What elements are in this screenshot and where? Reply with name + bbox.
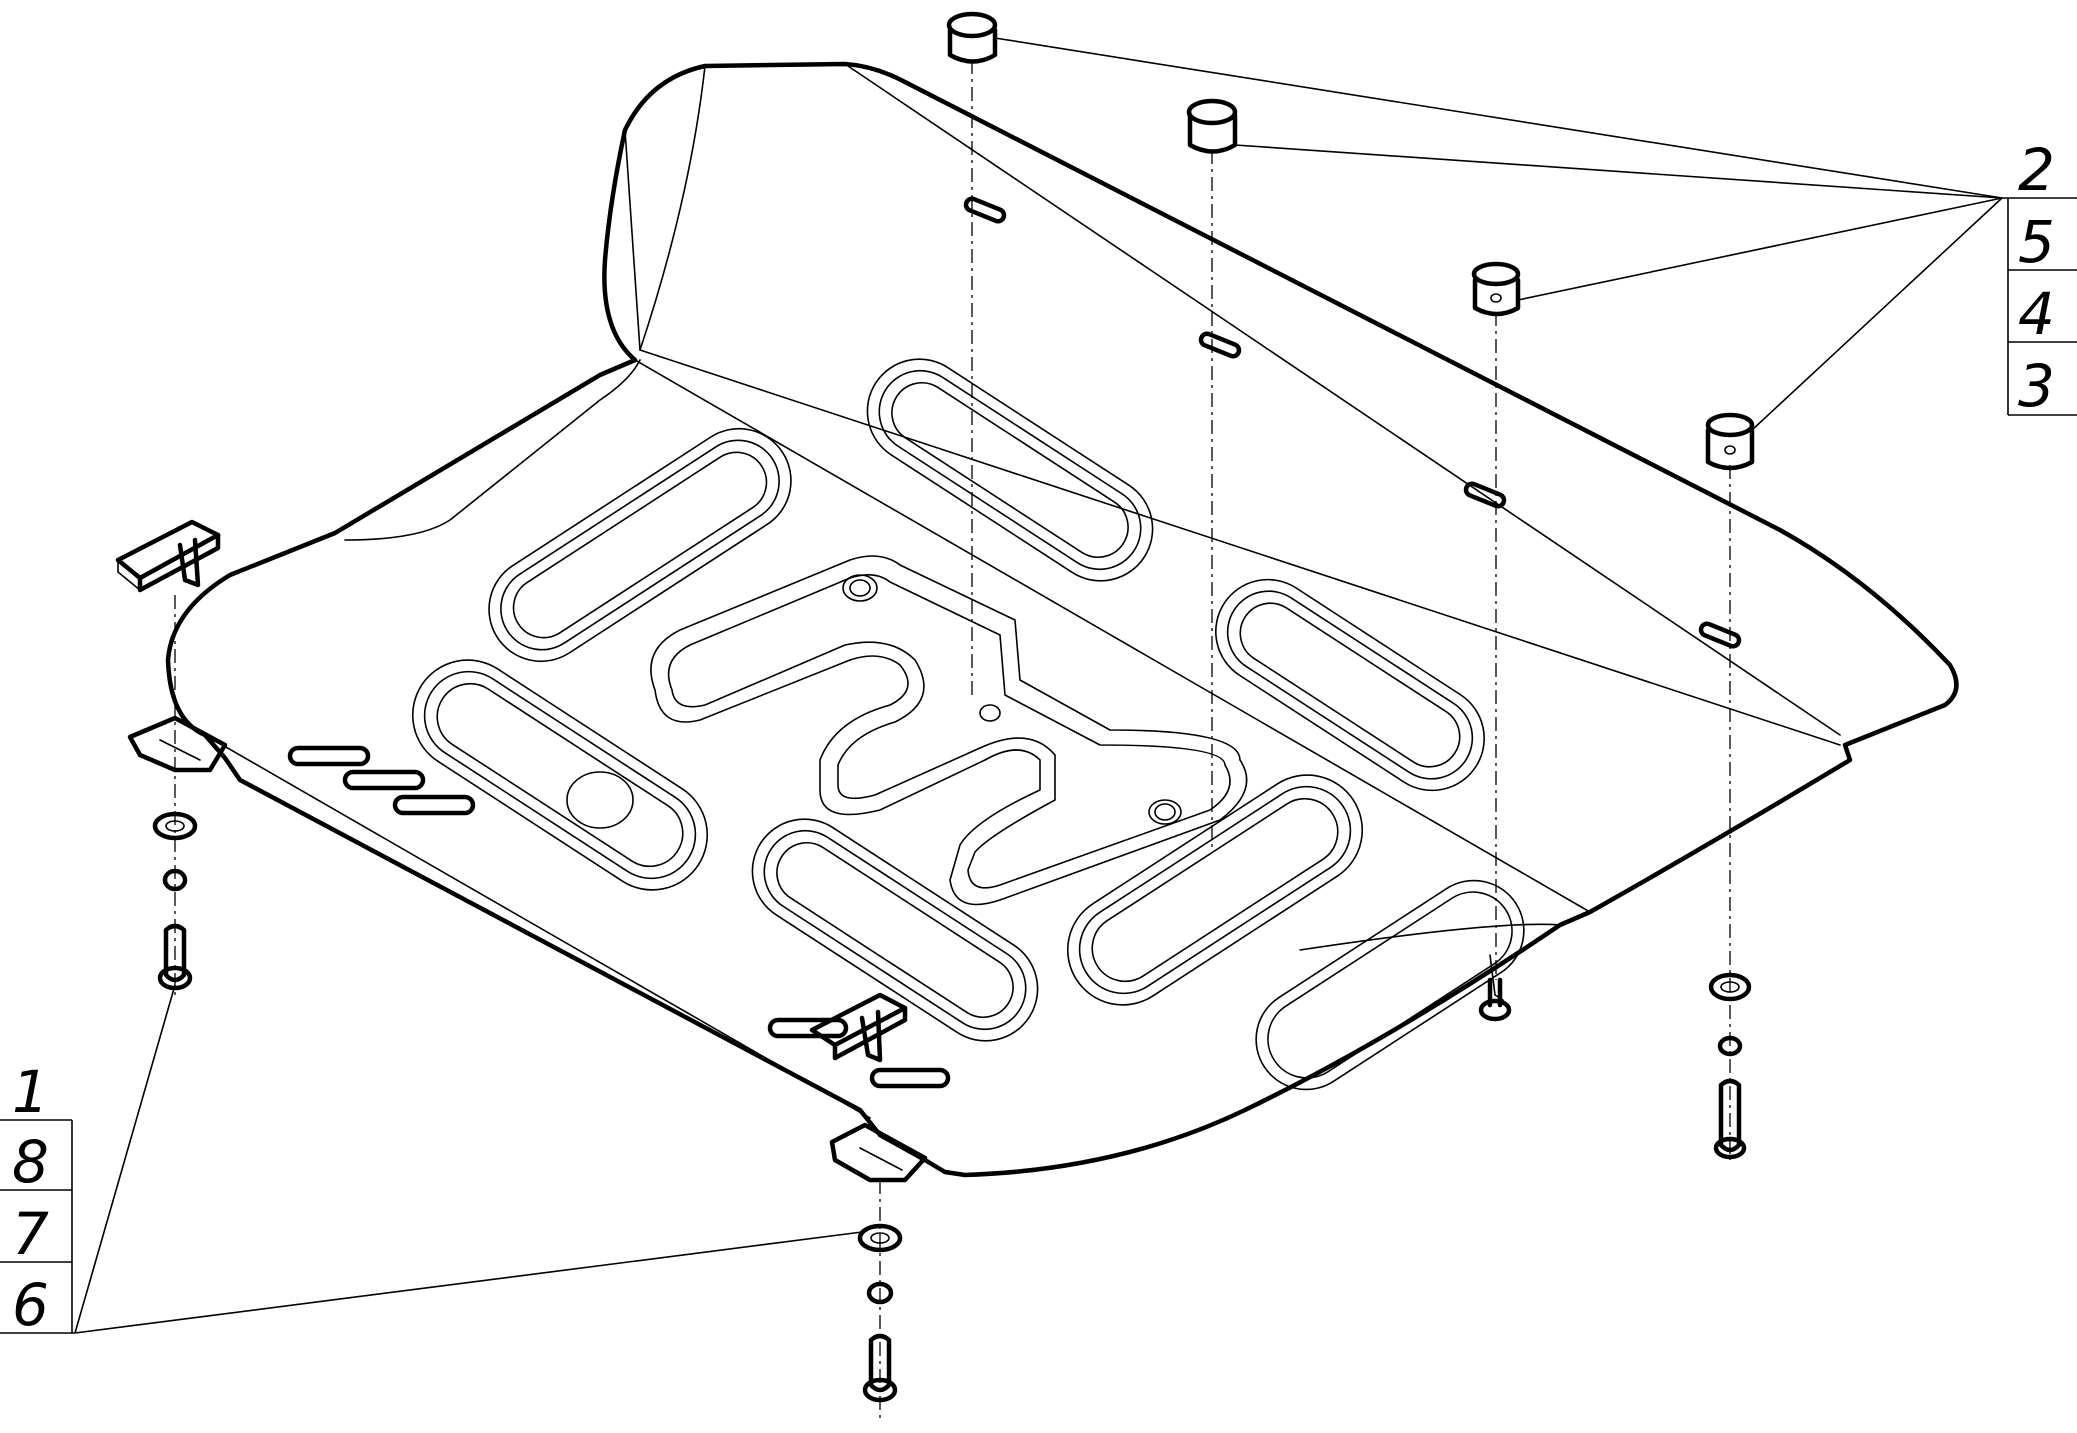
- nut: [162, 868, 188, 892]
- callout-label: 7: [12, 1200, 49, 1268]
- fasteners-bottom: [857, 1223, 903, 1403]
- left-ear: [127, 715, 228, 773]
- small-hole: [1154, 803, 1176, 821]
- callout-label: 6: [12, 1271, 49, 1339]
- callout-label: 3: [2018, 352, 2055, 420]
- fastener-mid: [1478, 977, 1512, 1022]
- round-hole: [566, 771, 634, 829]
- callout-label: 8: [12, 1128, 49, 1196]
- fasteners-right: [1708, 972, 1752, 1160]
- callout-stack-left: 1 8 7 6: [0, 1058, 75, 1339]
- spacers: [946, 11, 1755, 471]
- callout-label: 1: [12, 1058, 49, 1126]
- nut: [866, 1281, 894, 1305]
- bottom-ear: [829, 1122, 928, 1183]
- slot: [411, 659, 709, 891]
- bolt: [163, 923, 187, 983]
- clip-brackets: [115, 519, 1504, 1063]
- mount-ears: [127, 715, 928, 1183]
- slot: [1255, 879, 1525, 1091]
- bolt: [1718, 1078, 1742, 1153]
- callout-stack-right: 2 5 4 3: [2002, 136, 2077, 420]
- plate-outline: [165, 61, 1959, 1178]
- leaders-left: [74, 984, 863, 1334]
- slot: [1215, 578, 1485, 792]
- spacer-2: [1186, 98, 1238, 154]
- washer: [1708, 972, 1752, 1002]
- washer: [152, 811, 198, 841]
- leaders-right: [994, 37, 2003, 431]
- slot: [1066, 774, 1364, 1006]
- spacer-3: [1471, 261, 1521, 317]
- callout-label: 4: [2018, 280, 2055, 348]
- slot: [866, 358, 1154, 582]
- small-hole: [979, 704, 1001, 722]
- slot: [488, 427, 792, 663]
- washer: [857, 1223, 903, 1253]
- slot: [751, 818, 1039, 1042]
- fasteners-left: [152, 811, 198, 991]
- plate-left-flange: [204, 734, 871, 1119]
- spacer-4: [1705, 412, 1755, 471]
- callout-label: 5: [2018, 208, 2055, 276]
- embossed-slots: [411, 358, 1525, 1091]
- callout-label: 2: [2018, 136, 2055, 204]
- small-hole: [849, 579, 871, 597]
- left-clip: [115, 519, 221, 593]
- skid-plate: [165, 61, 1959, 1178]
- bolt: [868, 1333, 892, 1393]
- nut: [1717, 1035, 1743, 1057]
- center-clip: [809, 992, 908, 1063]
- center-serpentine-rib: [650, 555, 1248, 906]
- vent-slots: [287, 196, 1742, 1089]
- spacer-1: [946, 11, 998, 64]
